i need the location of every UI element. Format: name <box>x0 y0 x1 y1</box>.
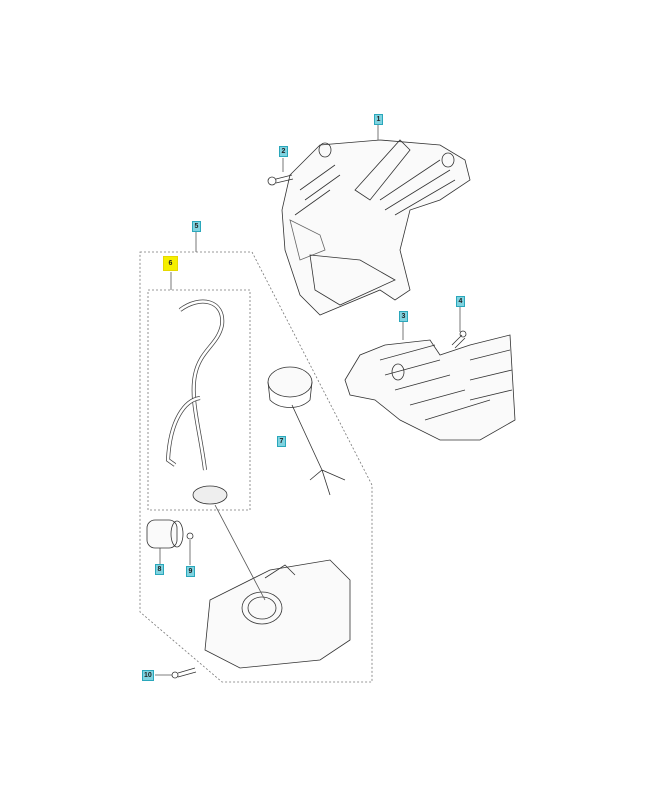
part-3-shroud <box>344 334 516 441</box>
callout-5[interactable]: 5 <box>192 221 201 232</box>
part-10-screw <box>171 667 197 679</box>
part-7-fuel-cap <box>267 366 346 496</box>
callout-1[interactable]: 1 <box>374 114 383 125</box>
part-8-fuel-filter <box>146 519 184 549</box>
callout-3[interactable]: 3 <box>399 311 408 322</box>
callout-8[interactable]: 8 <box>155 564 164 575</box>
leader-lines <box>155 124 461 676</box>
part-2-screw <box>267 174 294 186</box>
callout-4[interactable]: 4 <box>456 296 465 307</box>
callout-10[interactable]: 10 <box>142 670 154 681</box>
callout-2[interactable]: 2 <box>279 146 288 157</box>
callout-6[interactable]: 6 <box>163 256 178 271</box>
fuel-tank <box>204 559 351 669</box>
part-6-fuel-hose <box>165 299 228 505</box>
assembly-6-boundary <box>147 289 251 511</box>
callout-7[interactable]: 7 <box>277 436 286 447</box>
part-4-screw <box>451 330 467 349</box>
callout-9[interactable]: 9 <box>186 566 195 577</box>
part-9-clip <box>186 532 194 540</box>
part-1-cylinder-cover <box>281 139 471 316</box>
assembly-5-boundary <box>139 251 373 683</box>
